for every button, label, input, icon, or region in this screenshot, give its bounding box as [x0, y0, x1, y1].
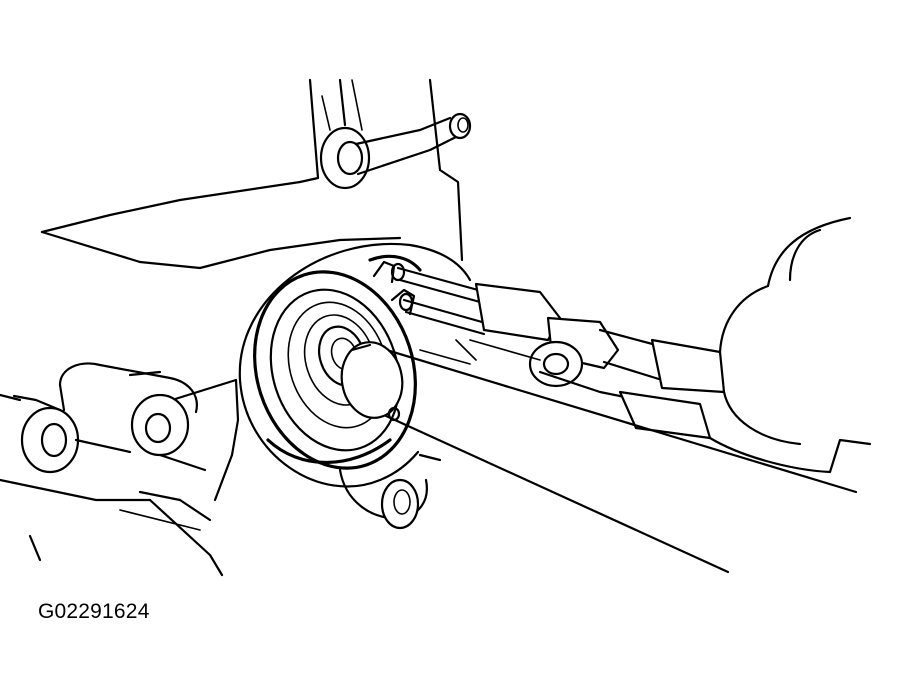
mounting-bolt [338, 453, 442, 530]
bolt-boss [319, 126, 371, 190]
snap-ring [368, 254, 422, 316]
hand [708, 216, 872, 474]
snap-ring-pliers [396, 266, 726, 440]
mounting-bracket [0, 362, 234, 577]
coolant-pipe [354, 112, 472, 176]
figure-id-label: G02291624 [38, 600, 150, 623]
drive-shaft [340, 339, 858, 574]
